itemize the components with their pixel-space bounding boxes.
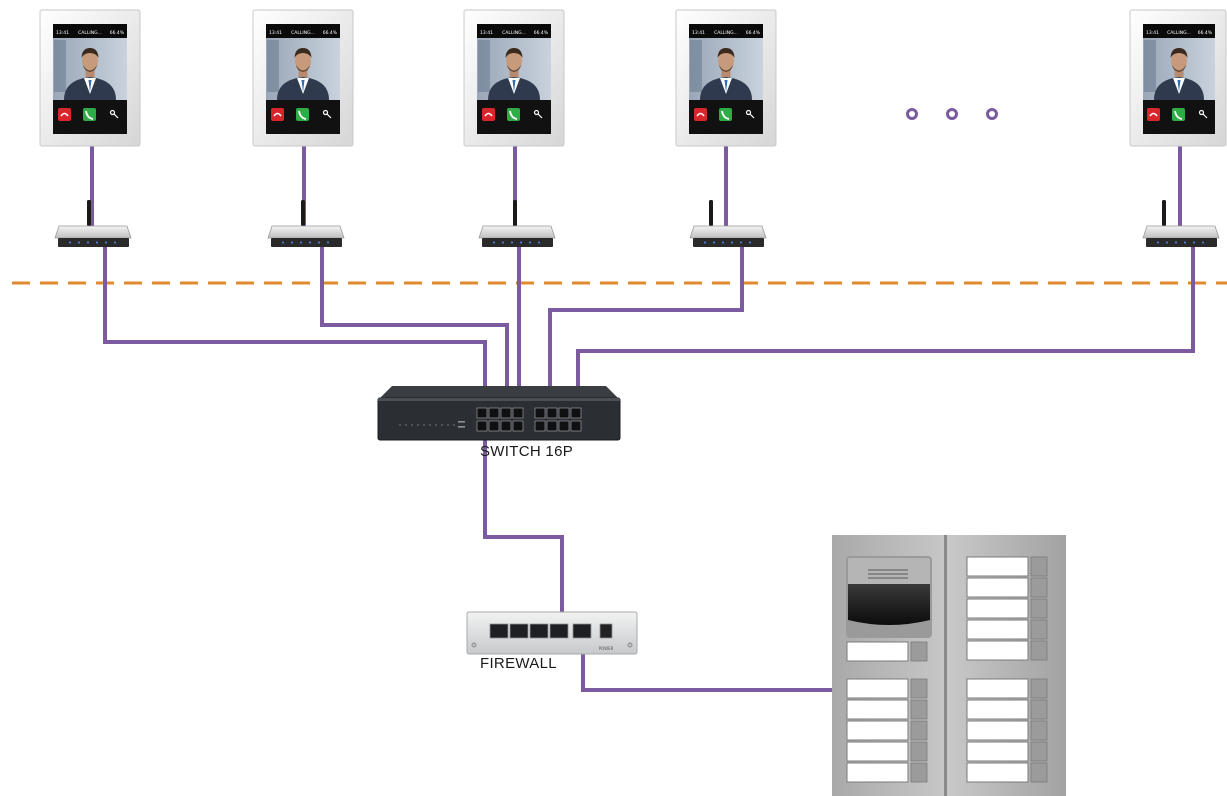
cable-router-5-switch xyxy=(576,247,1195,412)
antenna xyxy=(87,200,91,226)
button-indicators xyxy=(910,556,1048,783)
caller-video xyxy=(266,38,340,100)
name-buttons xyxy=(846,556,1029,783)
wifi-router xyxy=(478,200,556,247)
answer-icon xyxy=(1172,108,1185,121)
antenna xyxy=(1162,200,1166,226)
svg-text:CALLING...: CALLING... xyxy=(502,30,526,36)
answer-icon xyxy=(507,108,520,121)
firewall-label: FIREWALL xyxy=(480,655,557,672)
caller-video xyxy=(1143,38,1215,100)
svg-text:POWER: POWER xyxy=(599,646,614,651)
cable-firewall-panel xyxy=(581,650,832,692)
key-icon xyxy=(321,108,334,121)
key-icon xyxy=(1197,108,1210,121)
firewall-device: POWER xyxy=(466,611,638,655)
monitors: 13:41 CALLING... 66.4% 13:41 xyxy=(39,9,1227,147)
switch-label: SWITCH 16P xyxy=(480,443,574,460)
answer-icon xyxy=(83,108,96,121)
caller-video xyxy=(53,38,127,100)
svg-text:13:41: 13:41 xyxy=(1146,30,1159,36)
answer-icon xyxy=(296,108,309,121)
caller-video xyxy=(477,38,551,100)
cable-router-4-switch xyxy=(548,247,744,412)
svg-text:CALLING...: CALLING... xyxy=(714,30,738,36)
key-icon xyxy=(108,108,121,121)
wifi-router xyxy=(54,200,132,247)
svg-text:13:41: 13:41 xyxy=(480,30,493,36)
antenna xyxy=(513,200,517,226)
indoor-monitor: 13:41 CALLING... 66.4% xyxy=(252,9,354,147)
cables xyxy=(90,145,1195,692)
caller-video xyxy=(689,38,763,100)
wifi-router xyxy=(689,200,767,247)
svg-text:CALLING...: CALLING... xyxy=(78,30,102,36)
svg-text:66.4%: 66.4% xyxy=(534,30,549,36)
ellipsis-icon xyxy=(906,108,998,120)
key-icon xyxy=(532,108,545,121)
svg-text:66.4%: 66.4% xyxy=(110,30,125,36)
cable-router-1-switch xyxy=(103,247,487,412)
routers xyxy=(54,200,1220,247)
firewall-ports xyxy=(489,623,592,639)
indoor-monitor: 13:41 CALLING... 66.4% xyxy=(463,9,565,147)
hangup-icon xyxy=(694,108,707,121)
door-entry-panel xyxy=(832,535,1066,796)
cable-router-2-switch xyxy=(320,247,509,412)
svg-text:CALLING...: CALLING... xyxy=(1167,30,1191,36)
key-icon xyxy=(744,108,757,121)
svg-text:13:41: 13:41 xyxy=(269,30,282,36)
camera-module xyxy=(846,556,932,638)
svg-text:CALLING...: CALLING... xyxy=(291,30,315,36)
antenna xyxy=(709,200,713,226)
wifi-router xyxy=(1142,200,1220,247)
hangup-icon xyxy=(58,108,71,121)
antenna xyxy=(301,200,305,226)
switch-ports xyxy=(476,407,582,432)
svg-text:13:41: 13:41 xyxy=(692,30,705,36)
hangup-icon xyxy=(482,108,495,121)
svg-text:13:41: 13:41 xyxy=(56,30,69,36)
svg-text:66.4%: 66.4% xyxy=(746,30,761,36)
cable-switch-firewall xyxy=(483,440,564,626)
svg-text:66.4%: 66.4% xyxy=(323,30,338,36)
indoor-monitor: 13:41 CALLING... 66.4% xyxy=(1129,9,1227,147)
indoor-monitor: 13:41 CALLING... 66.4% xyxy=(675,9,777,147)
wifi-router xyxy=(267,200,345,247)
hangup-icon xyxy=(1147,108,1160,121)
indoor-monitor: 13:41 CALLING... 66.4% xyxy=(39,9,141,147)
svg-text:66.4%: 66.4% xyxy=(1198,30,1213,36)
network-switch xyxy=(377,386,621,441)
answer-icon xyxy=(719,108,732,121)
hangup-icon xyxy=(271,108,284,121)
